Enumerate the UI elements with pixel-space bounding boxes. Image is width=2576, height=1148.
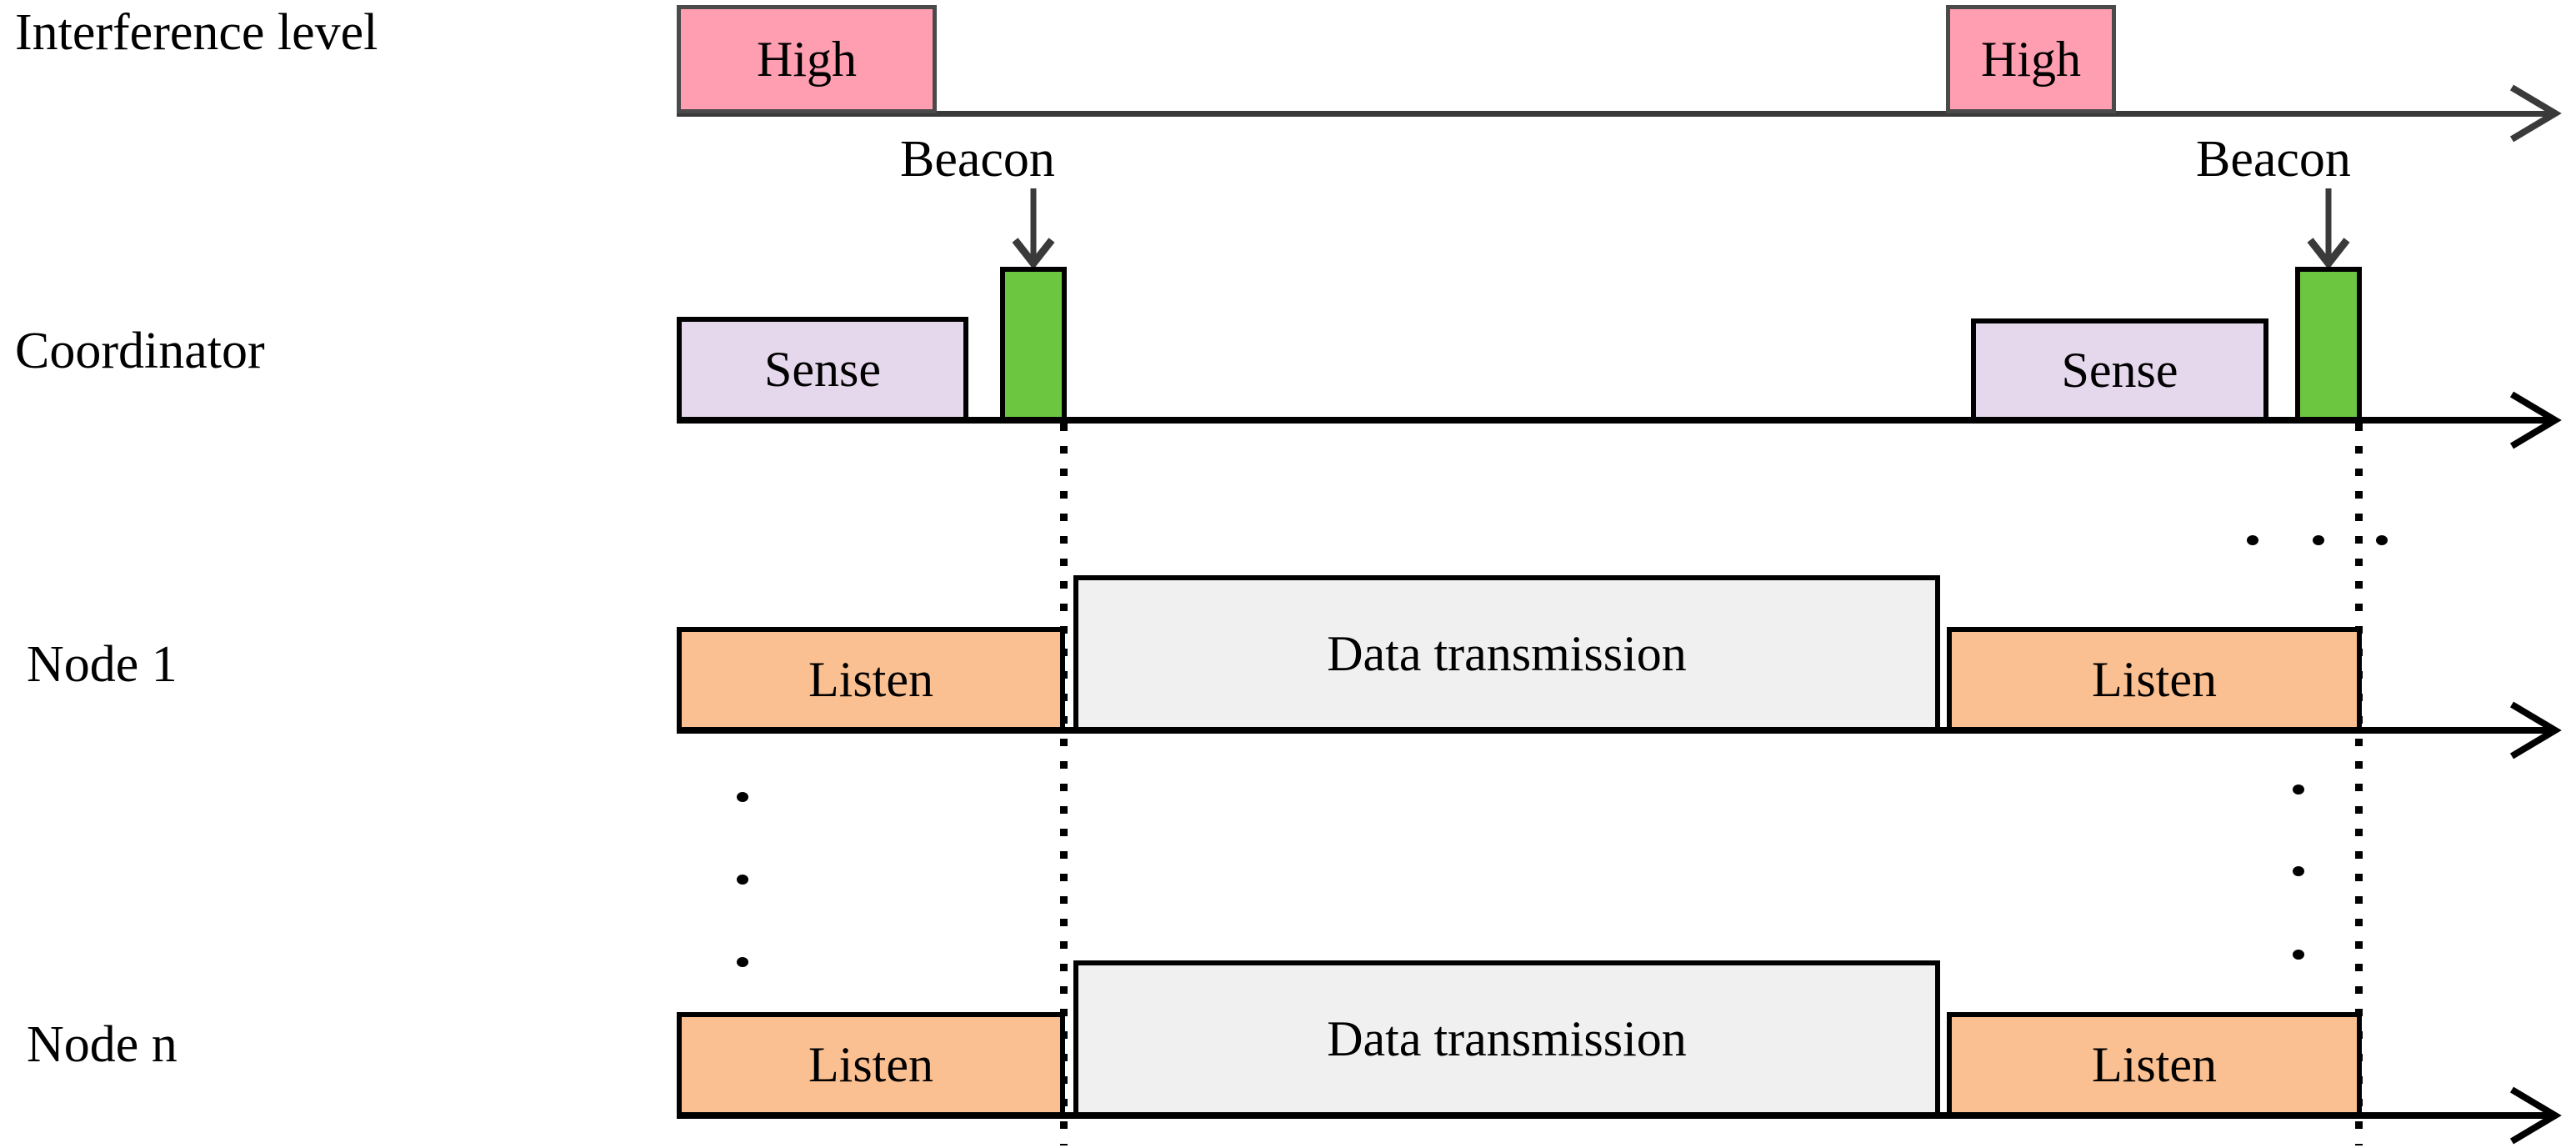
beacon-arrow-2-icon (2305, 188, 2352, 268)
sense-block-2: Sense (1971, 318, 2268, 422)
ellipsis-right-dot-1 (2293, 785, 2304, 795)
node1-data-block-1: Data transmission (1073, 575, 1940, 732)
coordinator-axis-line (677, 417, 2552, 424)
noden-listen-block-2: Listen (1947, 1012, 2362, 1117)
beacon-label-2: Beacon (2196, 131, 2351, 188)
ellipsis-right-dot-3 (2293, 950, 2304, 960)
ellipsis-left-dot-2 (737, 875, 748, 885)
row-label-coordinator: Coordinator (15, 323, 265, 379)
noden-data-block-1: Data transmission (1073, 960, 1940, 1117)
ellipsis-horizontal-dot-2 (2313, 535, 2324, 545)
beacon-block-1 (1000, 267, 1067, 422)
ellipsis-horizontal-dot-3 (2376, 535, 2388, 545)
ellipsis-left-dot-1 (737, 792, 748, 802)
guide-dotted-line-left (1060, 424, 1068, 1145)
high-block-1: High (677, 5, 937, 113)
node1-listen-block-1: Listen (677, 627, 1065, 732)
row-label-node-1: Node 1 (27, 636, 178, 693)
sense-block-1: Sense (677, 317, 968, 422)
beacon-label-1: Beacon (900, 131, 1055, 188)
high-block-2: High (1946, 5, 2116, 113)
noden-listen-block-1: Listen (677, 1012, 1065, 1117)
row-label-interference-level: Interference level (15, 4, 378, 61)
ellipsis-horizontal-dot-1 (2247, 535, 2258, 545)
beacon-block-2 (2295, 267, 2362, 422)
ellipsis-left-dot-3 (737, 957, 748, 967)
interference-axis-line (677, 111, 2552, 117)
beacon-arrow-1-icon (1010, 188, 1057, 268)
row-label-node-n: Node n (27, 1016, 178, 1073)
node1-listen-block-2: Listen (1947, 627, 2362, 732)
guide-dotted-line-right (2355, 424, 2363, 1145)
ellipsis-right-dot-2 (2293, 866, 2304, 876)
